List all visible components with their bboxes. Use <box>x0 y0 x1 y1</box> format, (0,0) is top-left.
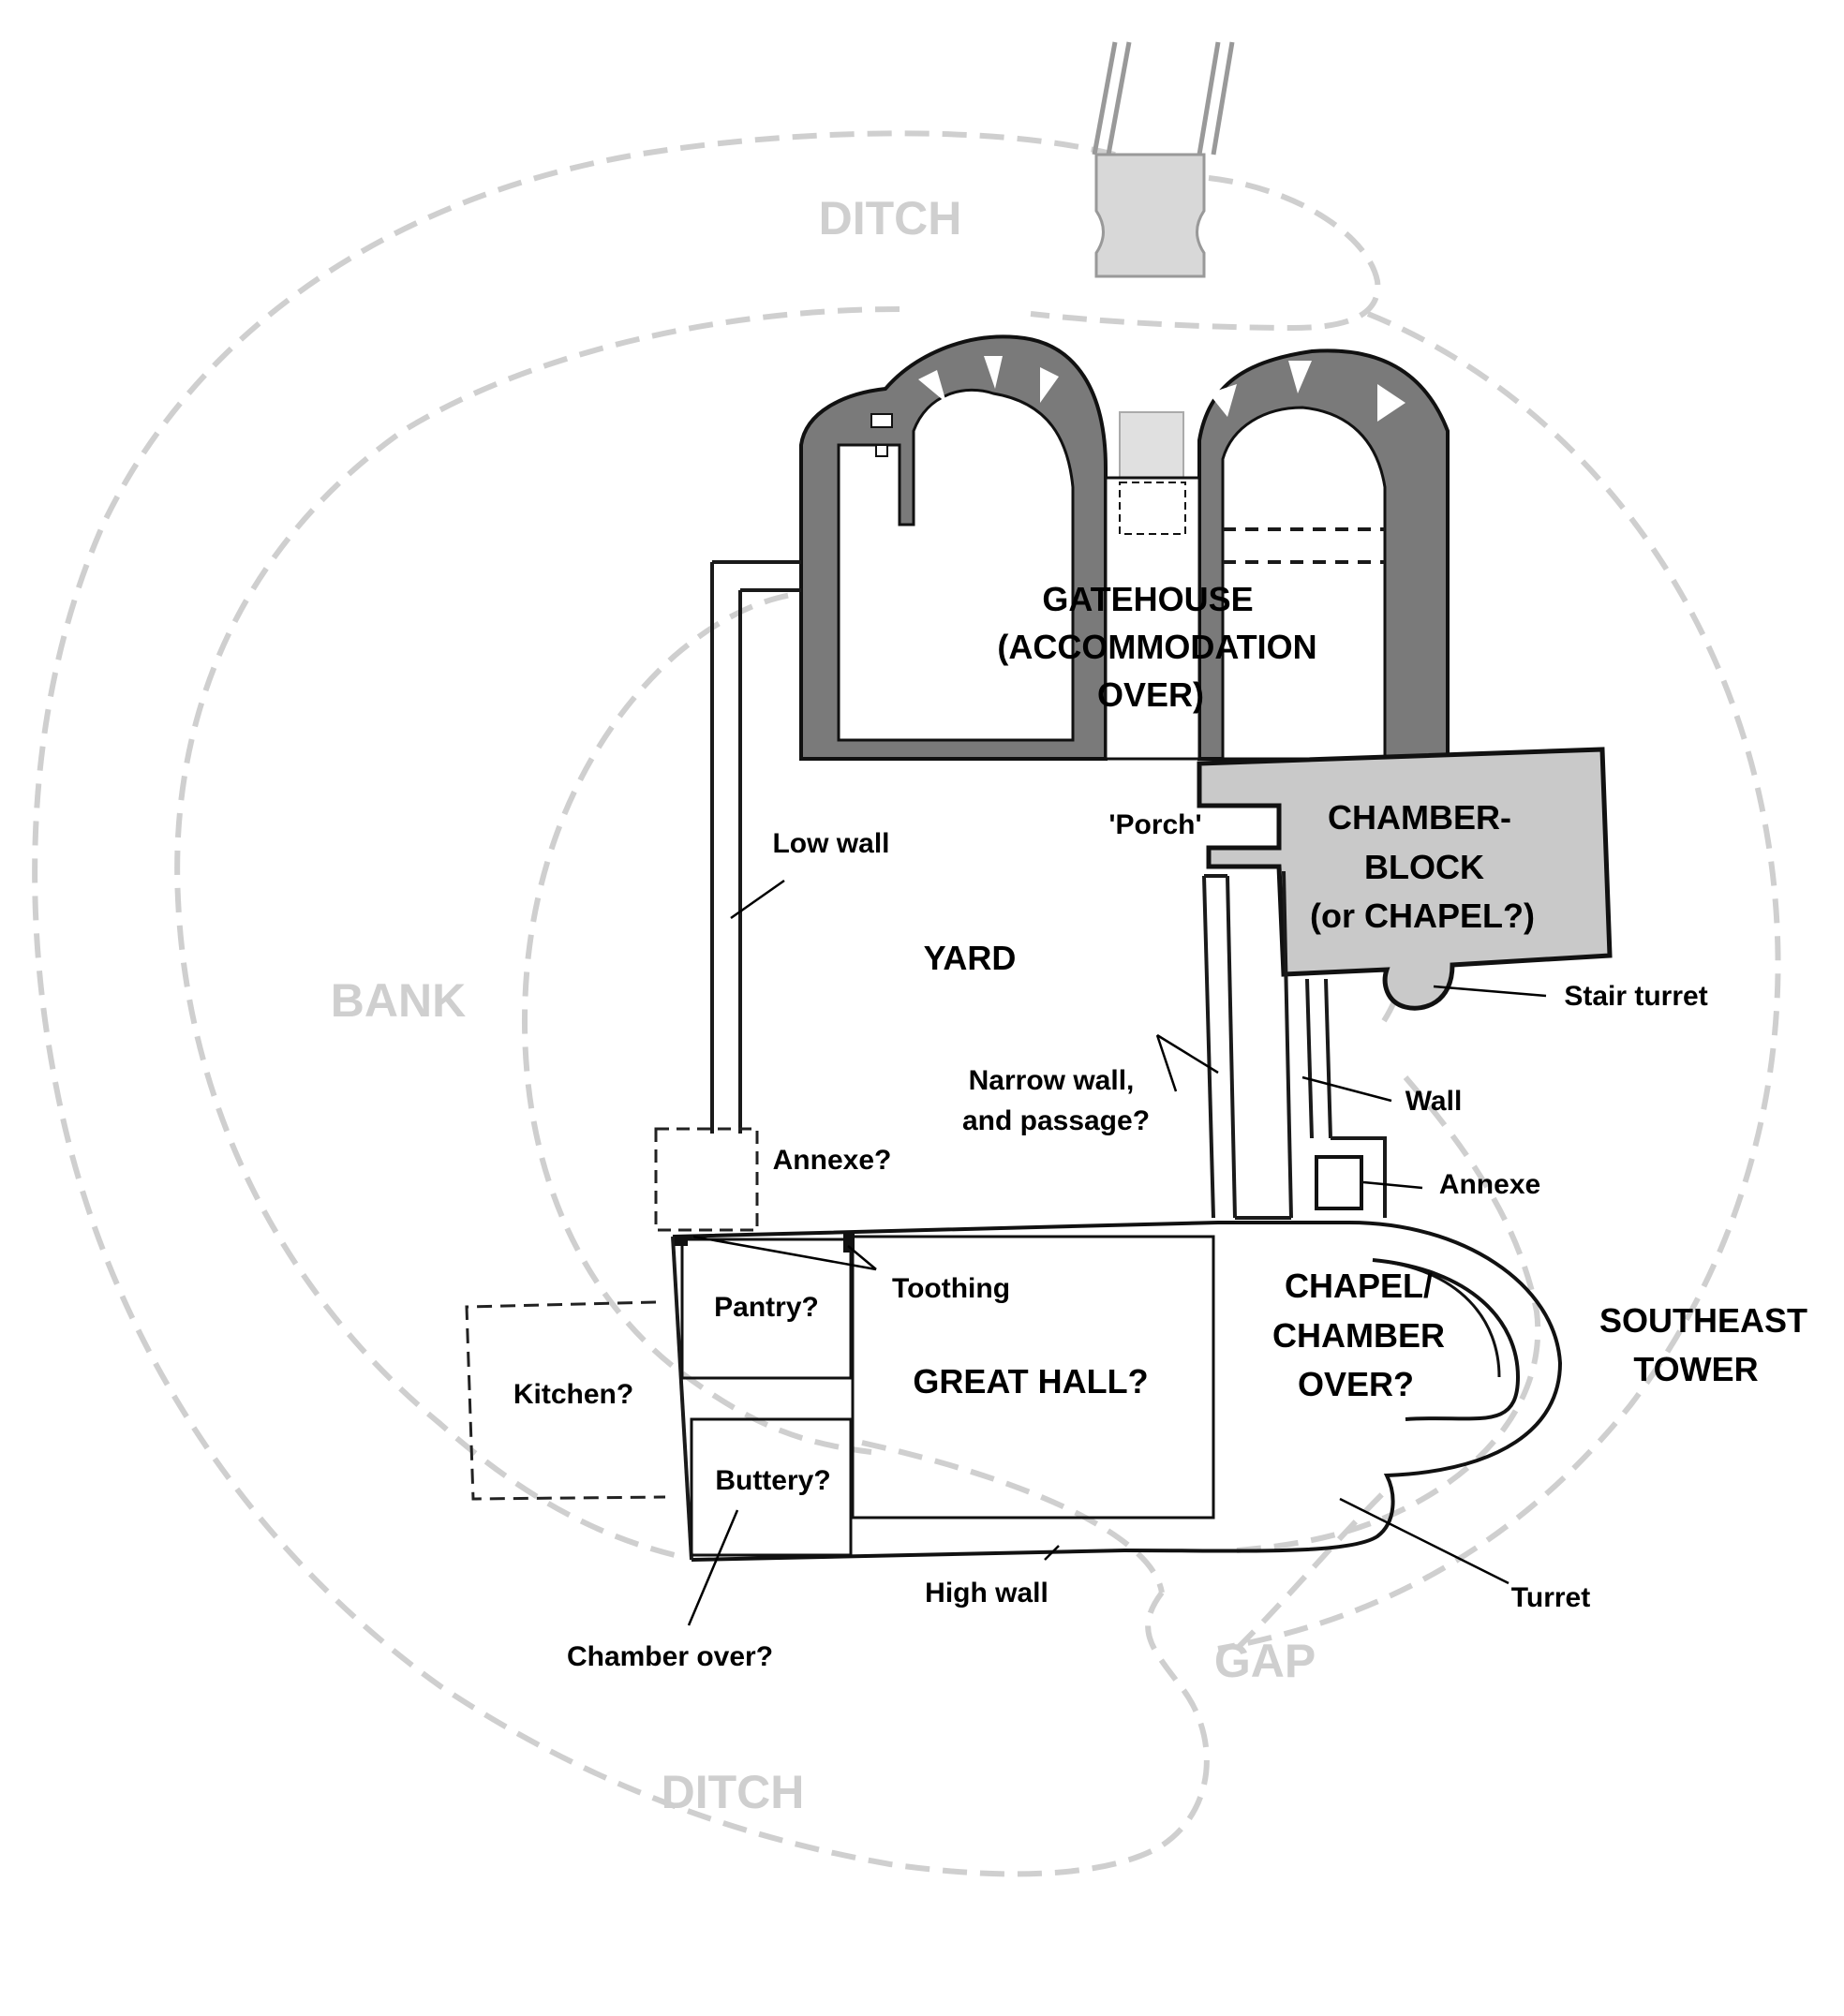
gatehouse-label-3: OVER) <box>1097 675 1204 714</box>
great-hall-range <box>671 1221 1563 1562</box>
southeast-tower-label-2: TOWER <box>1633 1350 1758 1388</box>
inner-ditch-line <box>174 306 900 1558</box>
low-wall-label: Low wall <box>772 828 889 859</box>
annexe-east-label: Annexe <box>1439 1169 1540 1200</box>
stair-turret-label: Stair turret <box>1564 981 1707 1012</box>
yard-label: YARD <box>924 939 1017 977</box>
ditch-south-label: DITCH <box>662 1766 805 1818</box>
annexe-west-label: Annexe? <box>773 1145 892 1176</box>
chamber-over-label: Chamber over? <box>567 1641 773 1672</box>
east-wall <box>1305 978 1387 1218</box>
toothing-label: Toothing <box>892 1273 1010 1304</box>
outer-ditch-line <box>32 130 1210 1877</box>
chamber-block-label-3: (or CHAPEL?) <box>1310 897 1535 935</box>
ditch-north-label: DITCH <box>819 192 962 245</box>
chamber-block-outline <box>1197 747 1613 1011</box>
high-wall-label: High wall <box>925 1578 1048 1608</box>
narrow-wall-label-2: and passage? <box>962 1105 1150 1136</box>
pantry <box>680 1238 853 1380</box>
southeast-tower-label-1: SOUTHEAST <box>1599 1301 1807 1340</box>
chamber-block-label-1: CHAMBER- <box>1328 798 1511 837</box>
chapel-label-2: CHAMBER <box>1272 1316 1445 1355</box>
gap-line <box>861 1440 1390 1652</box>
narrow-wall <box>1202 870 1293 1220</box>
gatehouse: GATEHOUSE (ACCOMMODATION OVER) <box>799 334 1450 761</box>
pantry-label: Pantry? <box>714 1292 819 1323</box>
chapel-apse <box>1372 1258 1521 1421</box>
low-wall <box>710 560 801 1134</box>
great-hall-label: GREAT HALL? <box>913 1362 1148 1401</box>
kitchen-outline <box>465 1300 666 1501</box>
wall-label: Wall <box>1405 1086 1463 1117</box>
annexe-east <box>1315 1155 1363 1210</box>
chamber-block: CHAMBER- BLOCK (or CHAPEL?) <box>1197 747 1613 1011</box>
bridge <box>1092 41 1235 479</box>
porch-label: 'Porch' <box>1108 809 1201 840</box>
buttery <box>690 1417 853 1557</box>
turret-label: Turret <box>1511 1582 1590 1613</box>
chamber-block-label-2: BLOCK <box>1364 848 1484 886</box>
bridge-loop <box>1030 175 1381 332</box>
annexe-west <box>654 1127 759 1232</box>
kitchen-label: Kitchen? <box>513 1379 633 1410</box>
east-inner-line <box>1236 1075 1541 1553</box>
gatehouse-label-1: GATEHOUSE <box>1042 580 1253 618</box>
gatehouse-label-2: (ACCOMMODATION <box>997 628 1316 666</box>
bank-label: BANK <box>331 974 466 1027</box>
chapel-label-3: OVER? <box>1298 1365 1414 1403</box>
chapel-label-1: CHAPEL/ <box>1285 1267 1433 1305</box>
bridge-pier <box>1094 153 1206 278</box>
buttery-label: Buttery? <box>715 1465 830 1496</box>
leader-lines <box>687 879 1547 1626</box>
gap-label: GAP <box>1214 1635 1316 1687</box>
narrow-wall-label-1: Narrow wall, <box>969 1065 1135 1096</box>
